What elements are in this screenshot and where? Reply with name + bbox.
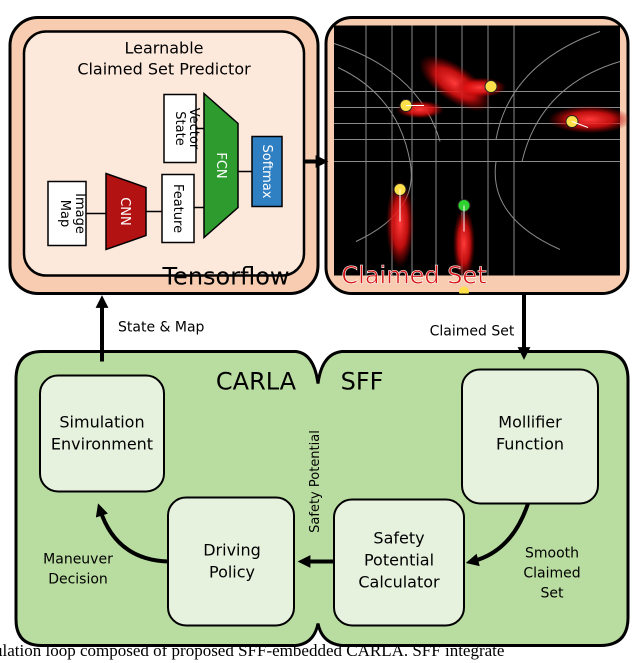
claimed-set-canvas — [334, 25, 620, 276]
mollifier-function-box — [461, 368, 599, 505]
safety-calc-line2: Potential — [364, 551, 434, 570]
smooth-line3: Set — [541, 586, 565, 602]
safety-calc-line3: Calculator — [358, 573, 440, 592]
sim-env-line1: Simulation — [59, 413, 144, 432]
fcn-label: FCN — [213, 152, 228, 178]
smooth-line2: Claimed — [523, 566, 580, 582]
softmax-label: Softmax — [259, 145, 274, 199]
carla-label: CARLA — [216, 368, 297, 396]
smooth-line1: Smooth — [525, 546, 579, 562]
state-vector-box — [163, 93, 197, 164]
map-image-box — [47, 180, 87, 247]
flow-arrows — [95, 155, 531, 568]
maneuver-line2: Decision — [48, 572, 108, 588]
state-vector-line1: State — [172, 111, 187, 145]
top-panel: Learnable Claimed Set Predictor State Ve… — [8, 16, 320, 295]
cnn-block — [105, 172, 147, 251]
simulation-environment-box — [39, 374, 165, 493]
claimed-set-arrow-label: Claimed Set — [430, 324, 515, 340]
map-image-line1: Map — [57, 200, 72, 227]
safety-calc-line1: Safety — [373, 529, 424, 548]
fcn-block — [203, 91, 239, 240]
tensorflow-label: Tensorflow — [161, 263, 289, 291]
mollifier-line1: Mollifier — [498, 413, 562, 432]
arrow-mollifier-to-calculator — [465, 502, 530, 567]
arrow-policy-to-simulation — [95, 503, 169, 564]
cnn-label: CNN — [117, 197, 132, 226]
driving-line1: Driving — [203, 541, 261, 560]
sff-label: SFF — [341, 368, 384, 396]
state-vector-line2: Vector — [186, 108, 201, 150]
mollifier-line2: Function — [496, 435, 564, 454]
driving-line2: Policy — [209, 563, 255, 582]
predictor-title-line2: Claimed Set Predictor — [77, 60, 251, 79]
claimed-set-image-label: Claimed Set — [341, 262, 486, 290]
state-map-label: State & Map — [118, 320, 205, 336]
softmax-box — [251, 135, 283, 208]
figure-caption: ulation loop composed of proposed SFF-em… — [0, 641, 505, 660]
vehicles — [393, 80, 589, 294]
feature-label: Feature — [170, 184, 185, 233]
claimed-set-image-panel: Claimed Set — [324, 16, 630, 295]
sim-env-line2: Environment — [51, 435, 153, 454]
feature-box — [161, 173, 195, 244]
bottom-panel: CARLA SFF Simulation Environment Driving… — [14, 350, 630, 647]
driving-policy-box — [167, 496, 295, 627]
safety-potential-label: Safety Potential — [308, 430, 323, 533]
map-image-line2: Image — [72, 193, 87, 234]
predictor-title-line1: Learnable — [125, 39, 204, 58]
maneuver-line1: Maneuver — [43, 552, 113, 568]
